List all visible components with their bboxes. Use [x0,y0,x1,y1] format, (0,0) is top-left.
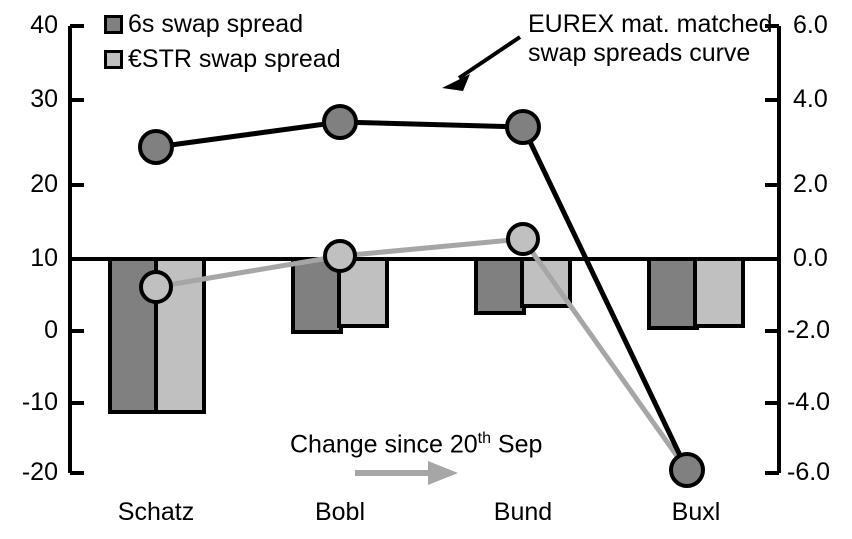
bar-group-bund [474,257,572,315]
axis-right-tick-neg4: -4.0 [787,388,831,416]
marker-eurex-buxl [669,452,705,488]
series-line-change-since [139,222,690,472]
eurex-annotation-text: EUREX mat. matched swap spreads curve [528,10,773,68]
eurex-annotation-line1: EUREX mat. matched [528,10,773,38]
marker-change-schatz [139,270,173,304]
left-axis [68,24,84,475]
category-label-buxl: Buxl [671,498,721,526]
axis-right-tick-neg6: -6.0 [787,458,831,486]
marker-change-bund [506,222,540,256]
eurex-annotation-arrow-icon [442,35,522,91]
category-label-bobl: Bobl [314,498,366,526]
bar-estr-bund [520,257,572,308]
change-annotation-sup: th [477,430,491,447]
bar-6s-buxl [647,257,699,330]
axis-left-tick-0: 0 [44,316,58,344]
bar-estr-buxl [693,257,745,328]
marker-change-bobl [323,239,357,273]
right-axis [765,24,781,475]
legend-swatch-6s-swap-spread [104,15,123,34]
marker-eurex-bund [505,109,541,145]
axis-right-tick-4: 4.0 [793,85,828,113]
axis-left-tick-neg20: -20 [21,458,58,486]
bar-6s-bund [474,257,526,315]
legend-swatch-estr-swap-spread [104,50,123,69]
change-annotation-text: Change since 20th Sep [290,430,542,459]
legend-label-6s-swap-spread: 6s swap spread [128,10,304,38]
axis-right-tick-0: 0.0 [793,244,828,272]
axis-left-tick-neg10: -10 [21,388,58,416]
axis-left-tick-10: 10 [30,244,58,272]
marker-eurex-schatz [138,129,174,165]
legend-item-estr-swap-spread[interactable]: €STR swap spread [104,47,341,72]
change-annotation-suffix: Sep [490,430,543,459]
axis-left-tick-30: 30 [30,85,58,113]
axis-left-tick-40: 40 [30,11,58,39]
axis-left-tick-20: 20 [30,170,58,198]
eurex-annotation-line2: swap spreads curve [528,38,751,67]
marker-eurex-bobl [322,104,358,140]
axis-right-tick-6: 6.0 [793,11,828,39]
axis-right-tick-2: 2.0 [793,170,828,198]
category-label-schatz: Schatz [117,498,195,526]
category-label-bund: Bund [493,498,553,526]
change-annotation-arrow-icon [355,461,458,485]
axis-right-tick-neg2: -2.0 [787,316,831,344]
legend-label-estr-swap-spread: €STR swap spread [128,45,341,73]
legend-item-6s-swap-spread[interactable]: 6s swap spread [104,12,303,37]
bar-group-buxl [647,257,745,330]
change-annotation-prefix: Change since 20 [290,430,478,459]
series-line-eurex [138,104,705,488]
